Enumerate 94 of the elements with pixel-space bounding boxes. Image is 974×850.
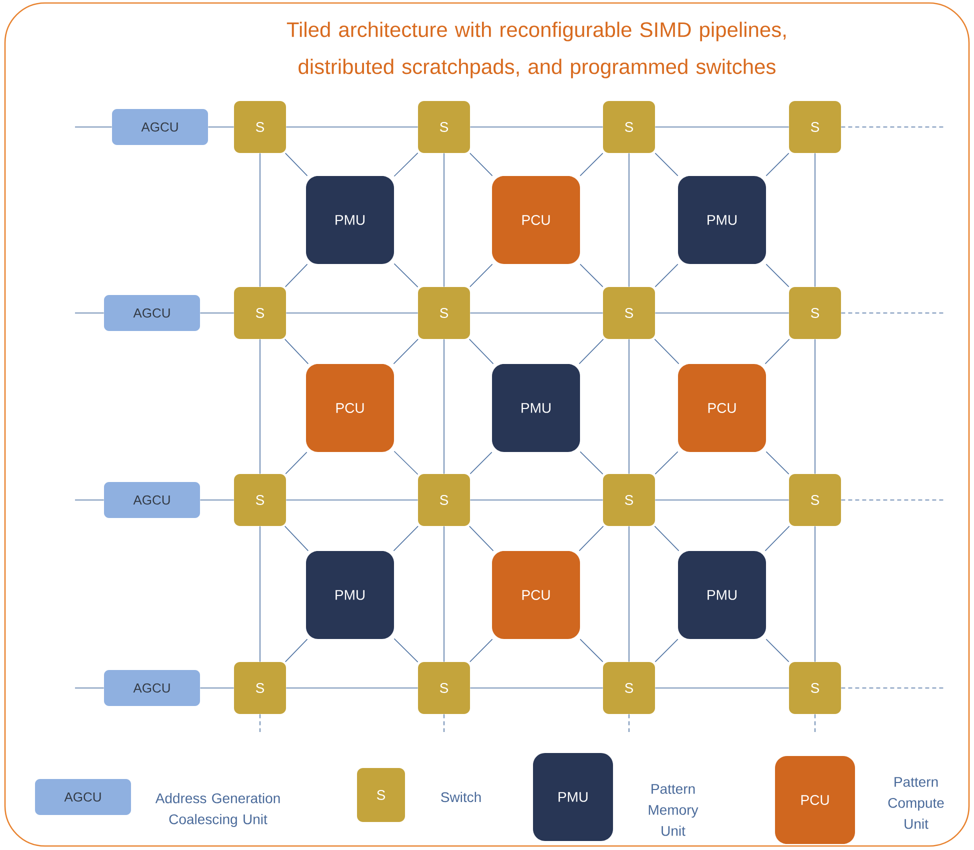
- connector-line: [284, 638, 308, 662]
- pcu-box: PCU: [306, 364, 394, 452]
- agcu-box: AGCU: [35, 779, 131, 815]
- connector-line: [393, 526, 418, 552]
- agcu-box: AGCU: [104, 670, 200, 706]
- connector-line: [284, 338, 309, 364]
- switch-box: S: [234, 101, 286, 153]
- connector-line: [814, 152, 816, 288]
- switch-box: S: [603, 287, 655, 339]
- switch-box: S: [234, 287, 286, 339]
- connector-line: [580, 264, 604, 288]
- connector-line: [470, 264, 493, 288]
- connector-line: [470, 152, 493, 176]
- connector-line: [764, 338, 790, 364]
- switch-box: S: [789, 101, 841, 153]
- connector-line: [764, 526, 790, 552]
- pcu-box: PCU: [492, 176, 580, 264]
- node-caption: Pattern Memory Unit: [648, 784, 698, 836]
- switch-box: S: [418, 662, 470, 714]
- pcu-box: PCU: [775, 756, 855, 844]
- connector-line: [578, 526, 604, 552]
- connector-line: [628, 338, 630, 474]
- connector-line: [470, 638, 493, 662]
- connector-line: [284, 264, 308, 288]
- connector-line: [654, 338, 680, 364]
- connector-line: [285, 452, 308, 474]
- pcu-box: PCU: [678, 364, 766, 452]
- switch-box: S: [234, 662, 286, 714]
- connector-line: [628, 714, 630, 732]
- pmu-box: PMU: [492, 364, 580, 452]
- pmu-box: PMU: [306, 551, 394, 639]
- connector-line: [286, 312, 418, 314]
- switch-box: S: [418, 474, 470, 526]
- connector-line: [578, 338, 604, 364]
- agcu-box: AGCU: [104, 295, 200, 331]
- connector-line: [814, 714, 816, 732]
- connector-line: [470, 452, 492, 474]
- connector-line: [654, 152, 678, 176]
- connector-line: [394, 152, 418, 177]
- connector-line: [580, 152, 604, 176]
- connector-line: [840, 312, 946, 314]
- node-caption: Switch: [441, 792, 481, 802]
- agcu-box: AGCU: [112, 109, 208, 145]
- connector-line: [766, 264, 790, 288]
- connector-line: [469, 526, 494, 552]
- switch-box: S: [357, 768, 405, 822]
- connector-line: [284, 152, 308, 176]
- connector-line: [766, 451, 790, 474]
- switch-box: S: [603, 662, 655, 714]
- connector-line: [394, 638, 418, 662]
- connector-line: [200, 312, 234, 314]
- connector-line: [470, 312, 604, 314]
- connector-line: [470, 126, 604, 128]
- connector-line: [628, 152, 630, 288]
- connector-line: [814, 526, 816, 662]
- connector-line: [580, 638, 604, 662]
- connector-line: [284, 526, 309, 552]
- switch-box: S: [234, 474, 286, 526]
- connector-line: [580, 451, 604, 474]
- connector-line: [654, 638, 678, 662]
- switch-box: S: [789, 287, 841, 339]
- connector-line: [394, 450, 418, 475]
- pmu-box: PMU: [306, 176, 394, 264]
- node-caption: Address Generation Coalescing Unit: [155, 792, 280, 828]
- pcu-box: PCU: [492, 551, 580, 639]
- connector-line: [654, 126, 790, 128]
- pmu-box: PMU: [678, 176, 766, 264]
- switch-box: S: [418, 287, 470, 339]
- connector-line: [469, 338, 494, 364]
- node-caption: Pattern Compute Unit: [888, 777, 944, 829]
- agcu-box: AGCU: [104, 482, 200, 518]
- connector-line: [628, 526, 630, 662]
- connector-line: [814, 338, 816, 474]
- pmu-box: PMU: [678, 551, 766, 639]
- switch-box: S: [418, 101, 470, 153]
- title: Tiled architecture with reconfigurable SIMD pipelines, distributed scratchpads, and programmed switches: [286, 22, 786, 78]
- connector-line: [393, 338, 418, 364]
- connector-line: [394, 263, 418, 288]
- connector-line: [654, 312, 790, 314]
- connector-line: [208, 126, 234, 128]
- connector-line: [766, 152, 790, 176]
- connector-line: [74, 312, 104, 314]
- connector-line: [654, 264, 678, 288]
- connector-line: [654, 526, 680, 552]
- connector-line: [840, 126, 946, 128]
- pmu-box: PMU: [533, 753, 613, 841]
- connector-line: [286, 126, 418, 128]
- switch-box: S: [789, 662, 841, 714]
- connector-line: [766, 638, 790, 662]
- connector-line: [74, 126, 112, 128]
- switch-box: S: [789, 474, 841, 526]
- connector-line: [654, 451, 678, 474]
- switch-box: S: [603, 474, 655, 526]
- switch-box: S: [603, 101, 655, 153]
